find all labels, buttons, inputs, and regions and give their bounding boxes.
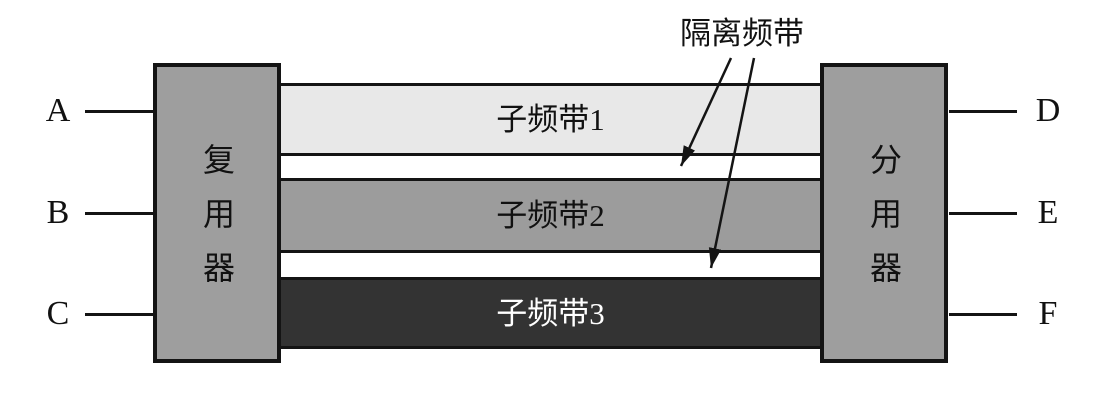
guard-band-label: 隔离频带 (680, 16, 804, 51)
subband-1: 子频带1 (278, 83, 823, 156)
subband-1-label: 子频带1 (496, 102, 605, 137)
subband-2-label: 子频带2 (496, 198, 605, 233)
input-label-a: A (45, 92, 71, 129)
multiplexer-label: 复用器 (199, 143, 235, 305)
output-label-e: E (1037, 194, 1059, 231)
subband-3: 子频带3 (278, 277, 823, 349)
demultiplexer-box: 分用器 (820, 63, 948, 363)
demultiplexer-label: 分用器 (866, 143, 902, 305)
output-line-d (949, 110, 1017, 113)
output-label-f: F (1038, 295, 1058, 332)
output-line-e (949, 212, 1017, 215)
input-line-a (85, 110, 153, 113)
output-label-d: D (1035, 92, 1061, 129)
output-line-f (949, 313, 1017, 316)
subband-2: 子频带2 (278, 178, 823, 253)
input-line-b (85, 212, 153, 215)
subband-3-label: 子频带3 (496, 295, 605, 331)
input-label-c: C (46, 295, 70, 332)
input-line-c (85, 313, 153, 316)
multiplexer-box: 复用器 (153, 63, 281, 363)
input-label-b: B (46, 194, 70, 231)
